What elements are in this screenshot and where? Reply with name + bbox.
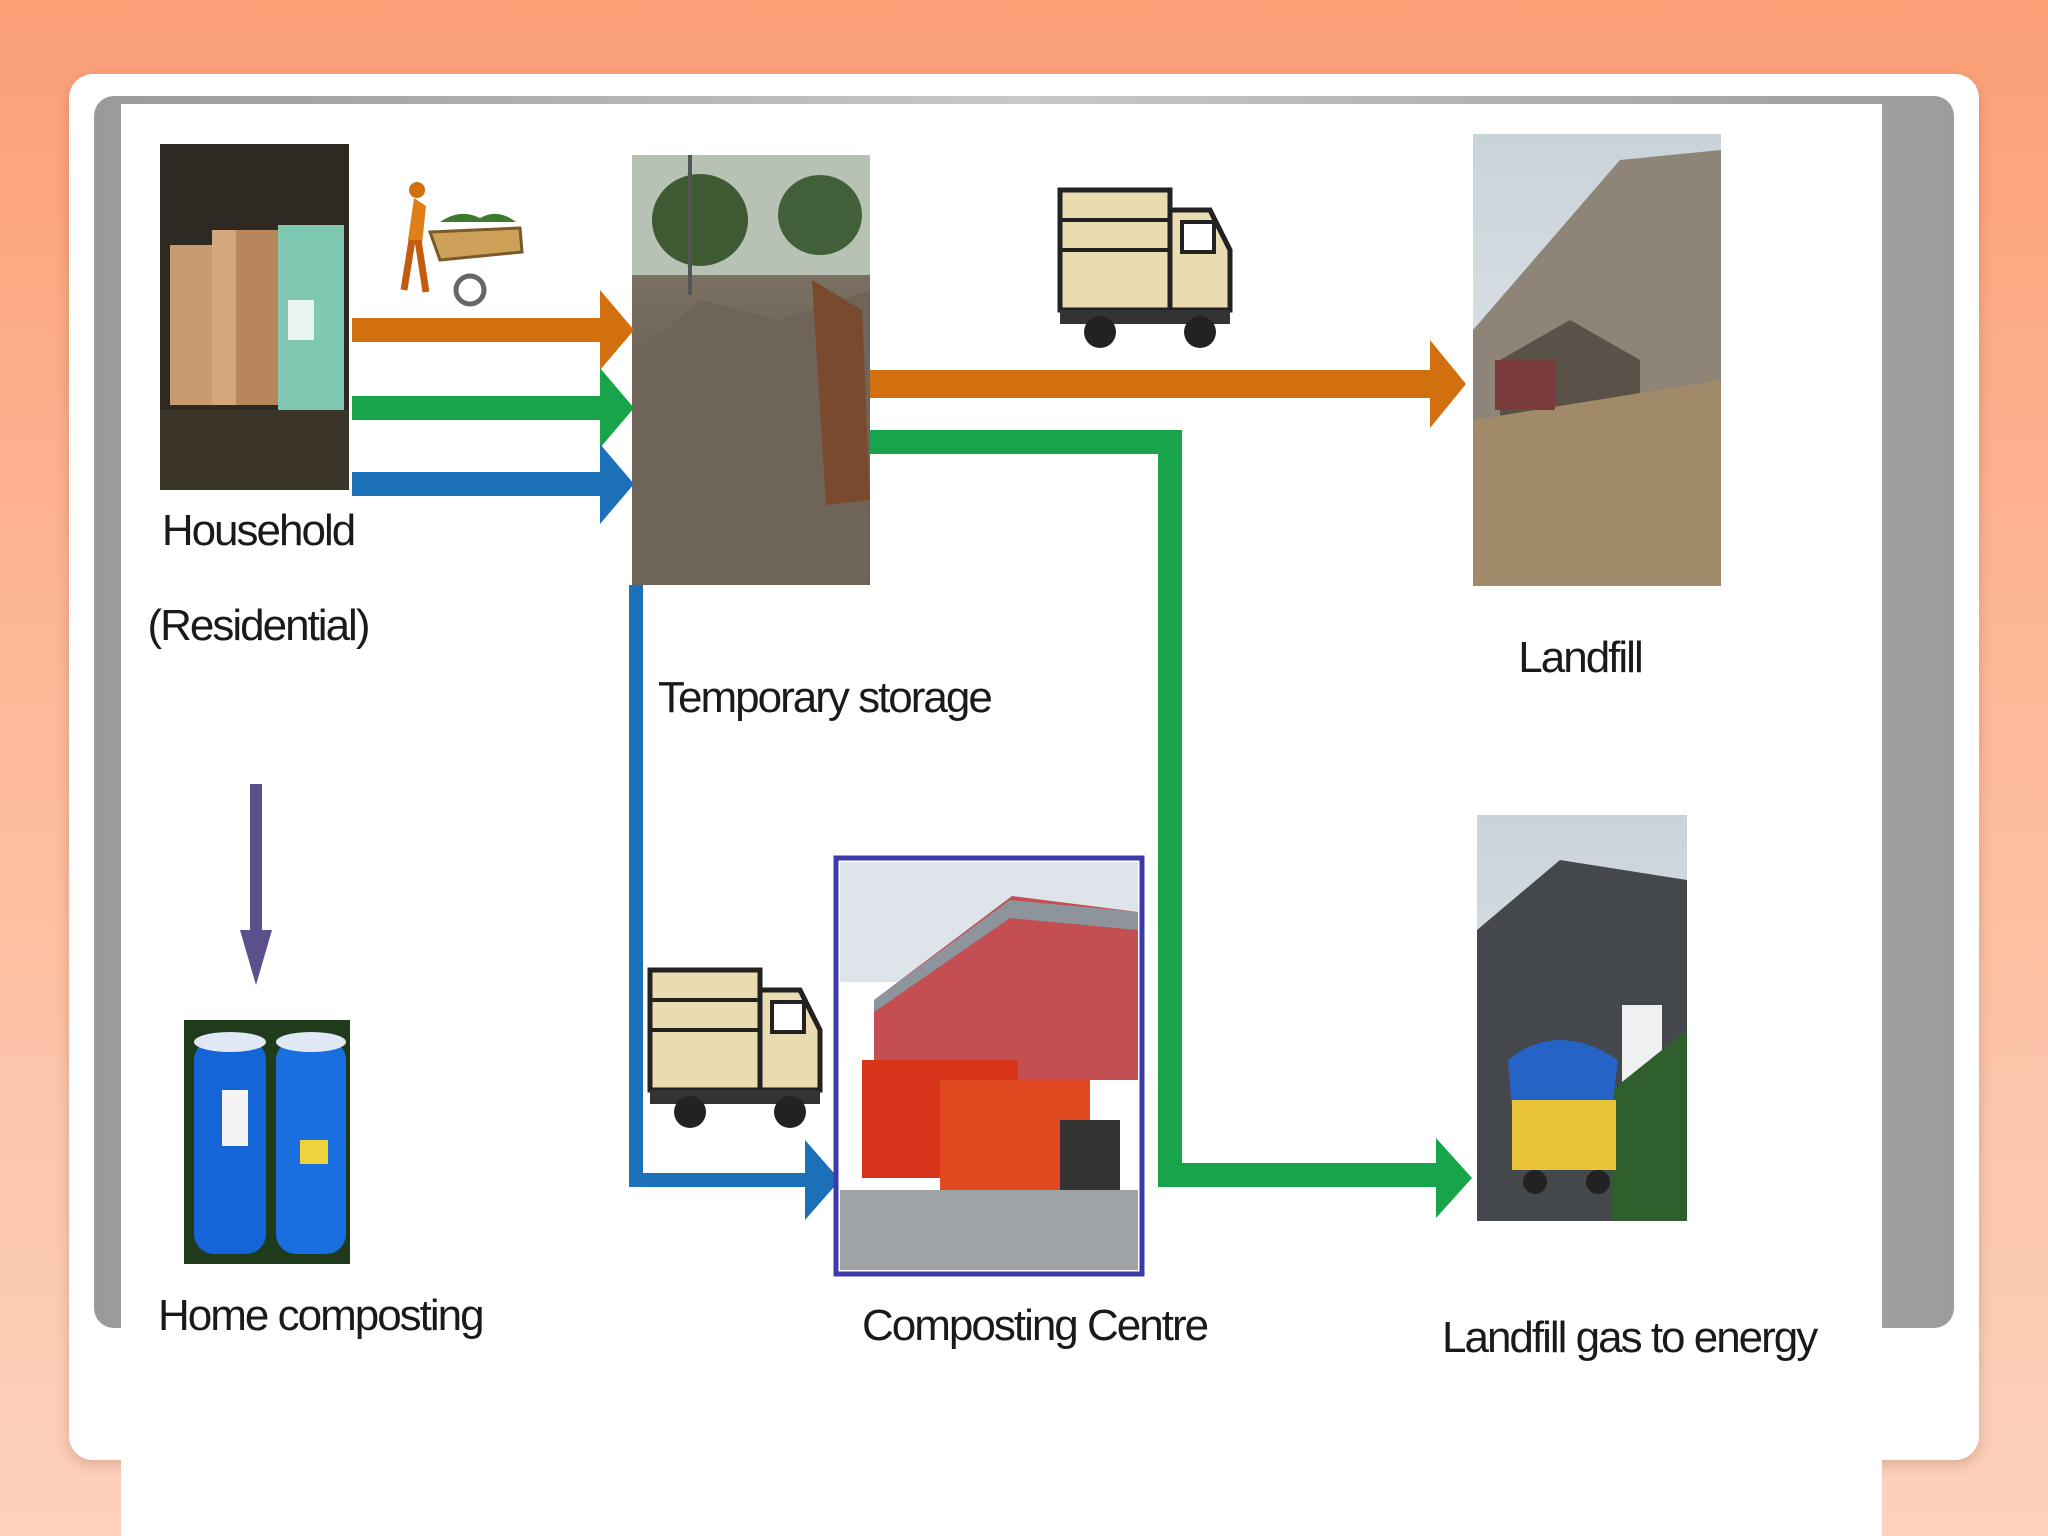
dump-site-photo — [632, 155, 870, 585]
waste-bins-photo — [160, 144, 349, 490]
green-flow-to-gas — [870, 430, 1472, 1218]
home-composting-label: Home composting — [158, 1291, 483, 1340]
orange-flow-to-landfill — [870, 340, 1466, 428]
truck-icon — [647, 967, 823, 1128]
purple-arrow-to-home-composting — [240, 784, 272, 985]
landfill-label: Landfill — [1518, 633, 1641, 682]
composting-centre-label: Composting Centre — [862, 1301, 1208, 1350]
gas-plant-photo — [1477, 815, 1687, 1221]
landfill-photo — [1473, 134, 1721, 586]
blue-flow-to-composting — [629, 585, 840, 1220]
household-label: Household — [162, 506, 354, 555]
landfill-gas-label: Landfill gas to energy — [1442, 1313, 1818, 1362]
compost-barrels-photo — [184, 1020, 350, 1264]
flow-arrows-household-to-storage — [352, 290, 634, 524]
household-sublabel: (Residential) — [148, 601, 369, 650]
truck-icon — [1057, 187, 1233, 348]
temporary-storage-label: Temporary storage — [658, 673, 991, 722]
wheelbarrow-icon — [400, 182, 524, 307]
composting-building-photo — [833, 855, 1145, 1277]
